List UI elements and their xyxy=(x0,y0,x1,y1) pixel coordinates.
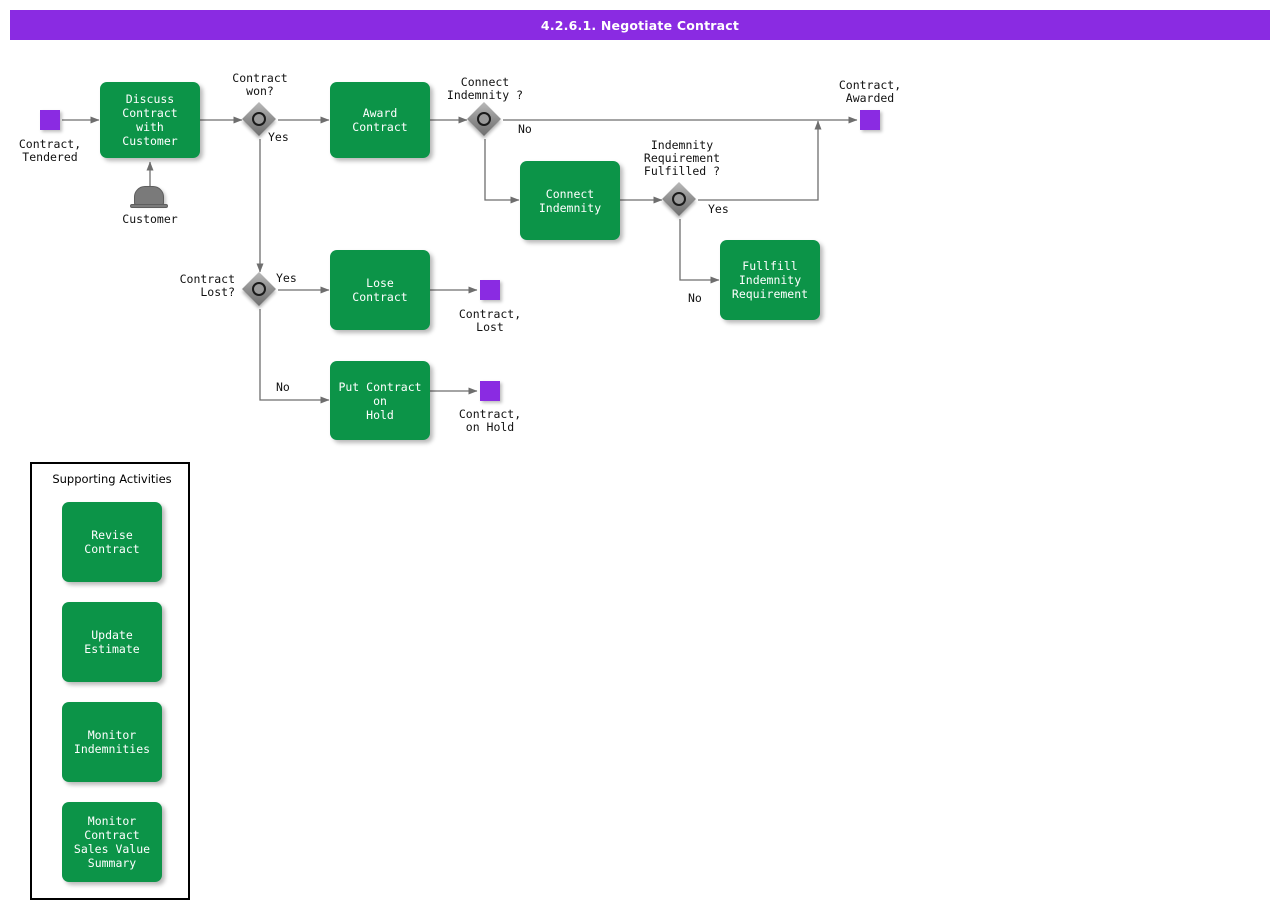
flow-label-fulfilled-yes: Yes xyxy=(708,202,729,216)
gateway-ring-icon xyxy=(252,282,266,296)
end-event-contract-lost[interactable] xyxy=(480,280,500,300)
end-event-contract-lost-label: Contract, Lost xyxy=(458,307,522,334)
flow-label-won-yes: Yes xyxy=(268,130,289,144)
customer-actor-icon xyxy=(130,186,170,212)
task-award-contract[interactable]: Award Contract xyxy=(330,82,430,158)
gateway-ring-icon xyxy=(477,112,491,126)
flow-label-connect-no: No xyxy=(518,122,532,136)
end-event-contract-on-hold-label: Contract, on Hold xyxy=(458,407,522,434)
end-event-contract-awarded-label: Contract, Awarded xyxy=(838,78,902,105)
page-title: 4.2.6.1. Negotiate Contract xyxy=(540,17,740,33)
task-lose-contract[interactable]: Lose Contract xyxy=(330,250,430,330)
task-connect-indemnity[interactable]: Connect Indemnity xyxy=(520,161,620,240)
actor-base-shape xyxy=(130,204,168,208)
end-event-contract-awarded[interactable] xyxy=(860,110,880,130)
page-title-banner: 4.2.6.1. Negotiate Contract xyxy=(10,10,1270,40)
end-event-contract-on-hold[interactable] xyxy=(480,381,500,401)
gateway-contract-won[interactable] xyxy=(242,102,277,137)
gateway-ring-icon xyxy=(672,192,686,206)
task-fullfill-indemnity-requirement[interactable]: Fullfill Indemnity Requirement xyxy=(720,240,820,320)
gateway-connect-indemnity-label: Connect Indemnity ? xyxy=(446,75,524,102)
gateway-indemnity-requirement-fulfilled-label: Indemnity Requirement Fulfilled ? xyxy=(643,138,721,178)
gateway-connect-indemnity[interactable] xyxy=(467,102,502,137)
start-event-contract-tendered[interactable] xyxy=(40,110,60,130)
flow-connect-gateway-to-task xyxy=(484,139,520,204)
task-revise-contract[interactable]: Revise Contract xyxy=(62,502,162,582)
task-put-contract-on-hold[interactable]: Put Contract on Hold xyxy=(330,361,430,440)
task-update-estimate[interactable]: Update Estimate xyxy=(62,602,162,682)
gateway-contract-lost-label: Contract Lost? xyxy=(179,272,235,299)
supporting-activities-panel: Supporting Activities Revise Contract Up… xyxy=(30,462,190,900)
task-monitor-contract-sales-value-summary[interactable]: Monitor Contract Sales Value Summary xyxy=(62,802,162,882)
flow-fulfilled-no-to-fullfill xyxy=(679,219,720,284)
gateway-ring-icon xyxy=(252,112,266,126)
start-event-contract-tendered-label: Contract, Tendered xyxy=(18,137,82,164)
gateway-contract-won-label: Contract won? xyxy=(232,71,288,98)
flow-label-fulfilled-no: No xyxy=(688,291,702,305)
gateway-indemnity-requirement-fulfilled[interactable] xyxy=(662,182,697,217)
gateway-contract-lost[interactable] xyxy=(242,272,277,307)
supporting-activities-title: Supporting Activities xyxy=(52,472,172,486)
task-monitor-indemnities[interactable]: Monitor Indemnities xyxy=(62,702,162,782)
flow-label-lost-no: No xyxy=(276,380,290,394)
task-discuss-contract-with-customer[interactable]: Discuss Contract with Customer xyxy=(100,82,200,158)
flow-label-lost-yes: Yes xyxy=(276,271,297,285)
customer-actor-label: Customer xyxy=(122,212,178,226)
actor-dome-shape xyxy=(134,186,164,205)
